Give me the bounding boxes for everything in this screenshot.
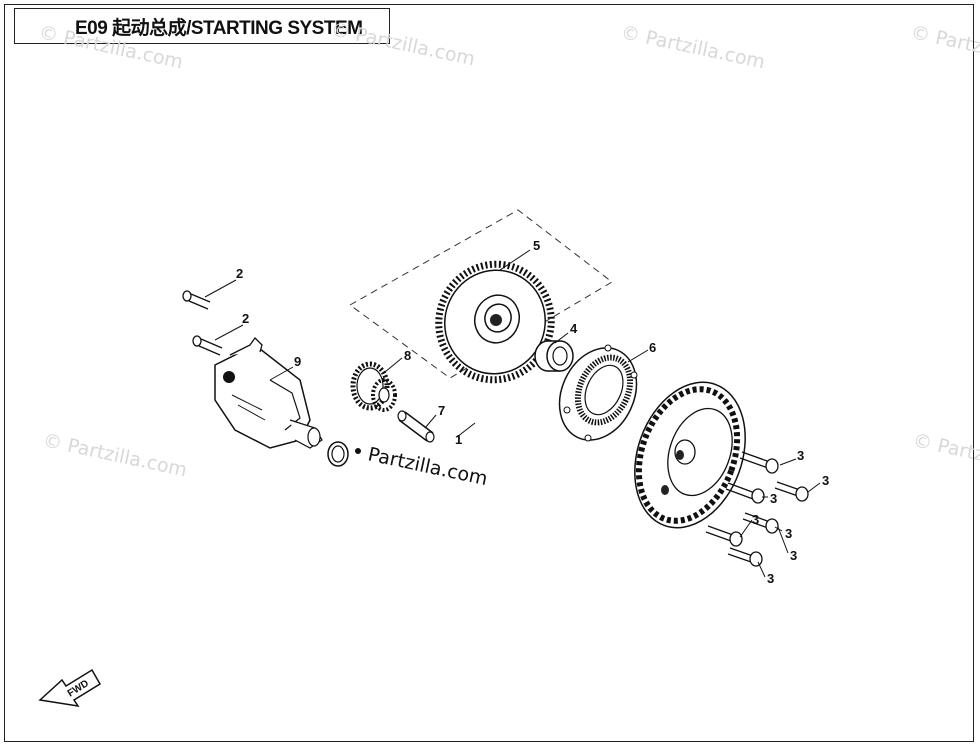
callout-7: 7 [438,403,445,418]
idler-gear-part-8 [350,361,397,412]
brand-mark: Partzilla.com [355,443,489,490]
callout-1: 1 [455,432,462,447]
bolt-part-2-lower [192,335,223,356]
callout-4: 4 [570,321,578,336]
watermark-6: © Partzilla.com [911,429,980,481]
callout-9: 9 [294,354,301,369]
callout-3-b: 3 [822,473,829,488]
brand-label: Partzilla.com [366,443,490,490]
callout-3-d: 3 [752,512,759,527]
one-way-clutch-part-6 [558,344,638,442]
bolt-part-3-a [739,451,779,474]
callout-3-e: 3 [785,526,792,541]
diagram-frame [4,4,974,742]
callout-3-c: 3 [770,491,777,506]
callout-8: 8 [404,348,411,363]
watermarks: © Partzilla.com © Partzilla.com © Partzi… [37,18,980,481]
bolt-part-3-c [774,481,809,502]
bolt-part-3-b [725,482,765,504]
watermark-1: © Partzilla.com [37,21,185,73]
callout-3-f: 3 [790,548,797,563]
callout-3-a: 3 [797,448,804,463]
shaft-part-7 [397,410,435,443]
bolt-part-3-f [727,547,763,567]
flywheel-rotor [634,381,746,529]
watermark-3: © Partzilla.com [619,21,767,73]
watermark-5: © Partzilla.com [41,429,189,481]
o-ring [327,441,349,467]
diagram-title: E09 起动总成/STARTING SYSTEM [75,17,363,39]
bolt-part-2-upper [182,290,211,310]
watermark-4: © Partzilla.com [909,21,980,73]
callout-2-upper: 2 [236,266,243,281]
starter-motor-part-9 [214,336,323,449]
callout-3-g: 3 [767,571,774,586]
title-box: E09 起动总成/STARTING SYSTEM [14,8,390,44]
callouts: 2 2 9 5 4 6 8 7 1 3 3 3 3 3 3 3 [236,238,829,586]
bolt-part-3-e [705,525,743,547]
watermark-2: © Partzilla.com [329,18,477,70]
assembly-outline-dashed [349,209,613,379]
needle-bearing-part-4 [534,340,574,372]
bolt-part-3-d [742,512,779,534]
callout-2-lower: 2 [242,311,249,326]
leader-lines [204,249,821,578]
callout-5: 5 [533,238,540,253]
fwd-arrow-icon: FWD [38,668,102,708]
callout-6: 6 [649,340,656,355]
